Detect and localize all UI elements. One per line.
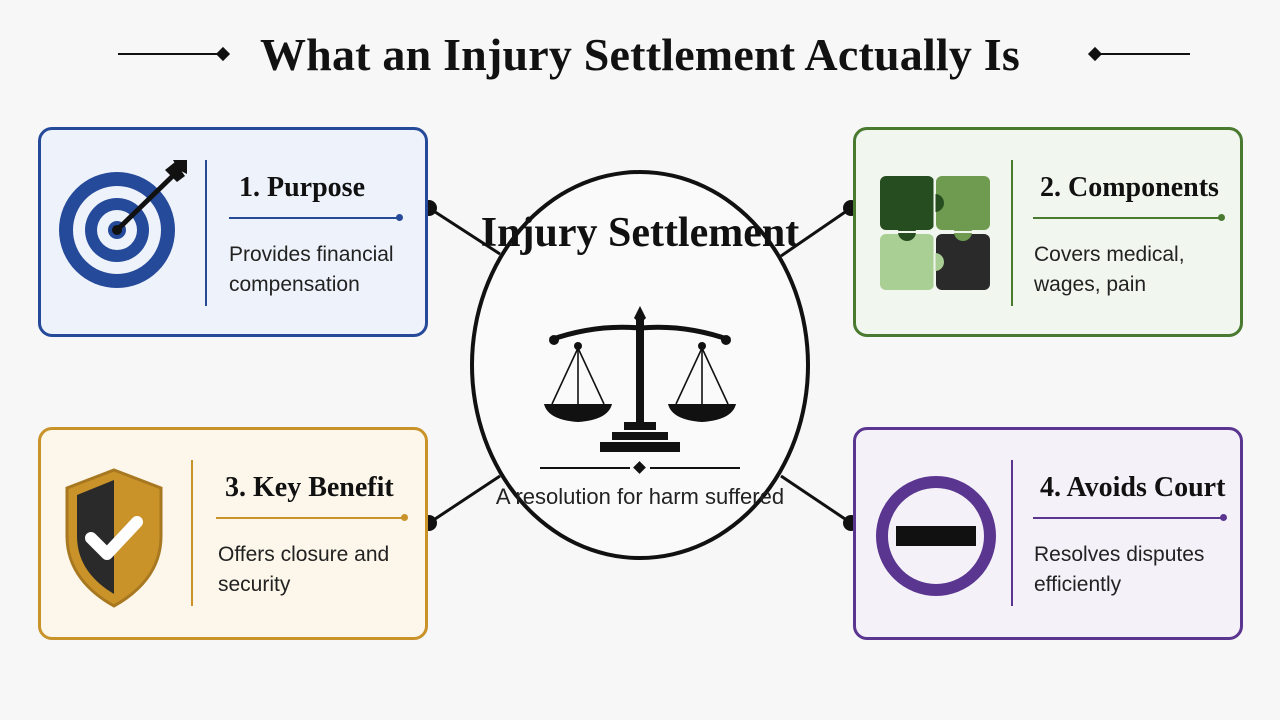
card-rule: [216, 514, 408, 521]
target-arrow-icon: [59, 160, 187, 288]
card-divider: [205, 160, 207, 306]
card-divider: [1011, 460, 1013, 606]
title-banner: What an Injury Settlement Actually Is: [0, 22, 1280, 86]
card-description: Provides financial compensation: [229, 243, 394, 296]
shield-check-icon: [65, 468, 163, 608]
center-rule-right: [650, 467, 740, 469]
card-avoids-court: 4. Avoids Court Resolves disputes effici…: [853, 427, 1243, 640]
card-heading: 2. Components: [1040, 172, 1219, 203]
card-heading: 1. Purpose: [239, 172, 365, 203]
card-description: Offers closure and security: [218, 543, 390, 596]
puzzle-icon: [880, 176, 990, 290]
card-description: Resolves disputes efficiently: [1034, 543, 1205, 596]
card-description: Covers medical, wages, pain: [1034, 243, 1185, 296]
title-rule-left: [118, 53, 218, 55]
connector-purpose: [428, 206, 501, 256]
card-divider: [191, 460, 193, 606]
center-title: Injury Settlement: [480, 210, 800, 256]
central-hub: Injury Settlement A resolution for harm …: [470, 170, 810, 560]
connector-components: [780, 206, 852, 258]
card-components: 2. Components Covers medical, wages, pai…: [853, 127, 1243, 337]
card-rule: [1033, 514, 1227, 521]
card-key-benefit: 3. Key Benefit Offers closure and securi…: [38, 427, 428, 640]
no-entry-icon: [876, 476, 996, 596]
card-divider: [1011, 160, 1013, 306]
title-rule-right: [1098, 53, 1190, 55]
card-heading: 3. Key Benefit: [225, 472, 394, 503]
card-rule: [1033, 214, 1225, 221]
center-diamond: [633, 461, 646, 474]
card-rule: [229, 214, 403, 221]
center-rule-left: [540, 467, 630, 469]
center-subtitle: A resolution for harm suffered: [495, 484, 785, 509]
card-purpose: 1. Purpose Provides financial compensati…: [38, 127, 428, 337]
connector-avoids-court: [780, 474, 852, 525]
scales-of-justice-icon: [544, 306, 736, 452]
page-title: What an Injury Settlement Actually Is: [259, 29, 1021, 80]
connector-key-benefit: [428, 474, 501, 525]
card-heading: 4. Avoids Court: [1040, 472, 1226, 503]
